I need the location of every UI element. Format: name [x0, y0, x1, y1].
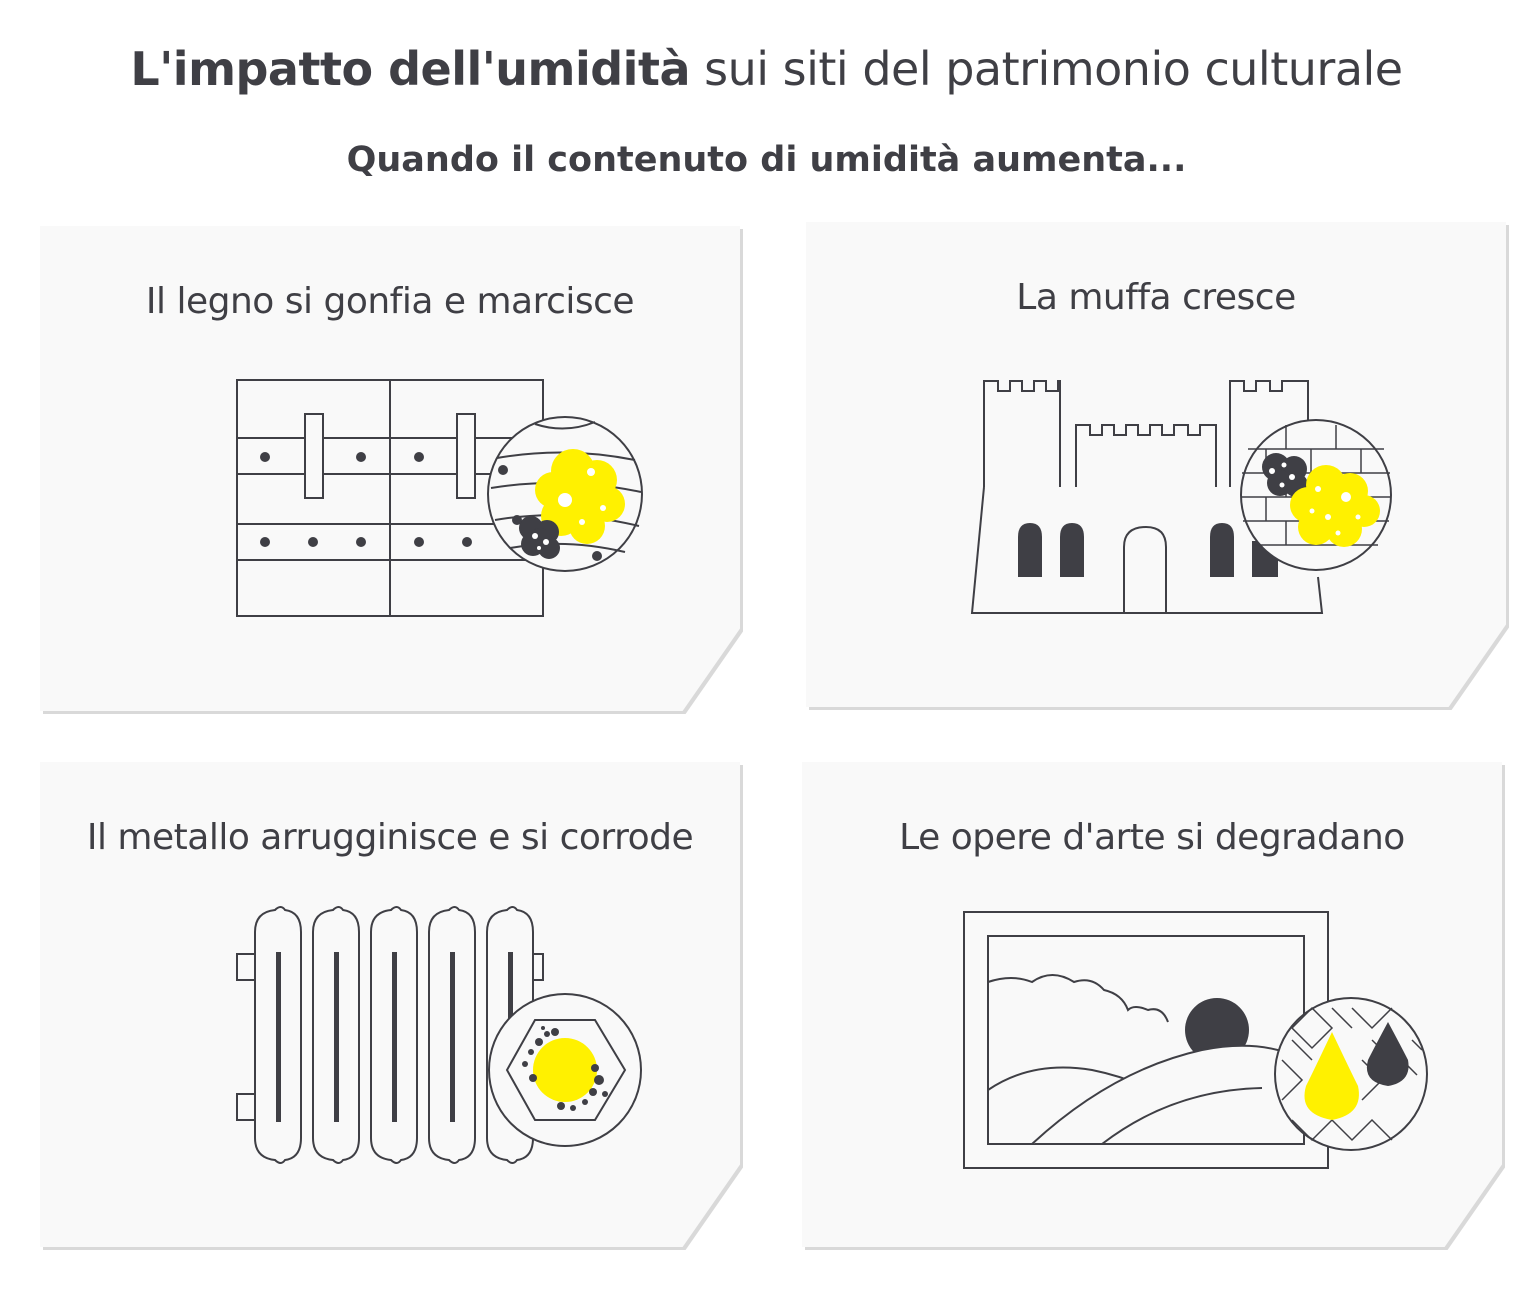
radiator-icon [236, 906, 642, 1164]
card-artwork-label: Le opere d'arte si degradano [899, 817, 1405, 858]
card-metal-label: Il metallo arrugginisce e si corrode [86, 817, 694, 858]
card-mould-label: La muffa cresce [1016, 277, 1296, 318]
title-bold: L'impatto dell'umidità [130, 42, 690, 96]
page-title: L'impatto dell'umidità sui siti del patr… [0, 42, 1533, 96]
castle-icon [970, 380, 1392, 614]
card-wood: Il legno si gonfia e marcisce [40, 226, 740, 711]
card-metal: Il metallo arrugginisce e si corrode [40, 762, 740, 1247]
title-rest: sui siti del patrimonio culturale [704, 42, 1403, 96]
card-mould: La muffa cresce [806, 222, 1506, 707]
framed-painting-icon [963, 911, 1428, 1169]
wooden-door-icon [236, 379, 643, 617]
card-artwork: Le opere d'arte si degradano [802, 762, 1502, 1247]
card-wood-label: Il legno si gonfia e marcisce [145, 281, 635, 322]
page-subtitle: Quando il contenuto di umidità aumenta..… [346, 140, 1187, 180]
